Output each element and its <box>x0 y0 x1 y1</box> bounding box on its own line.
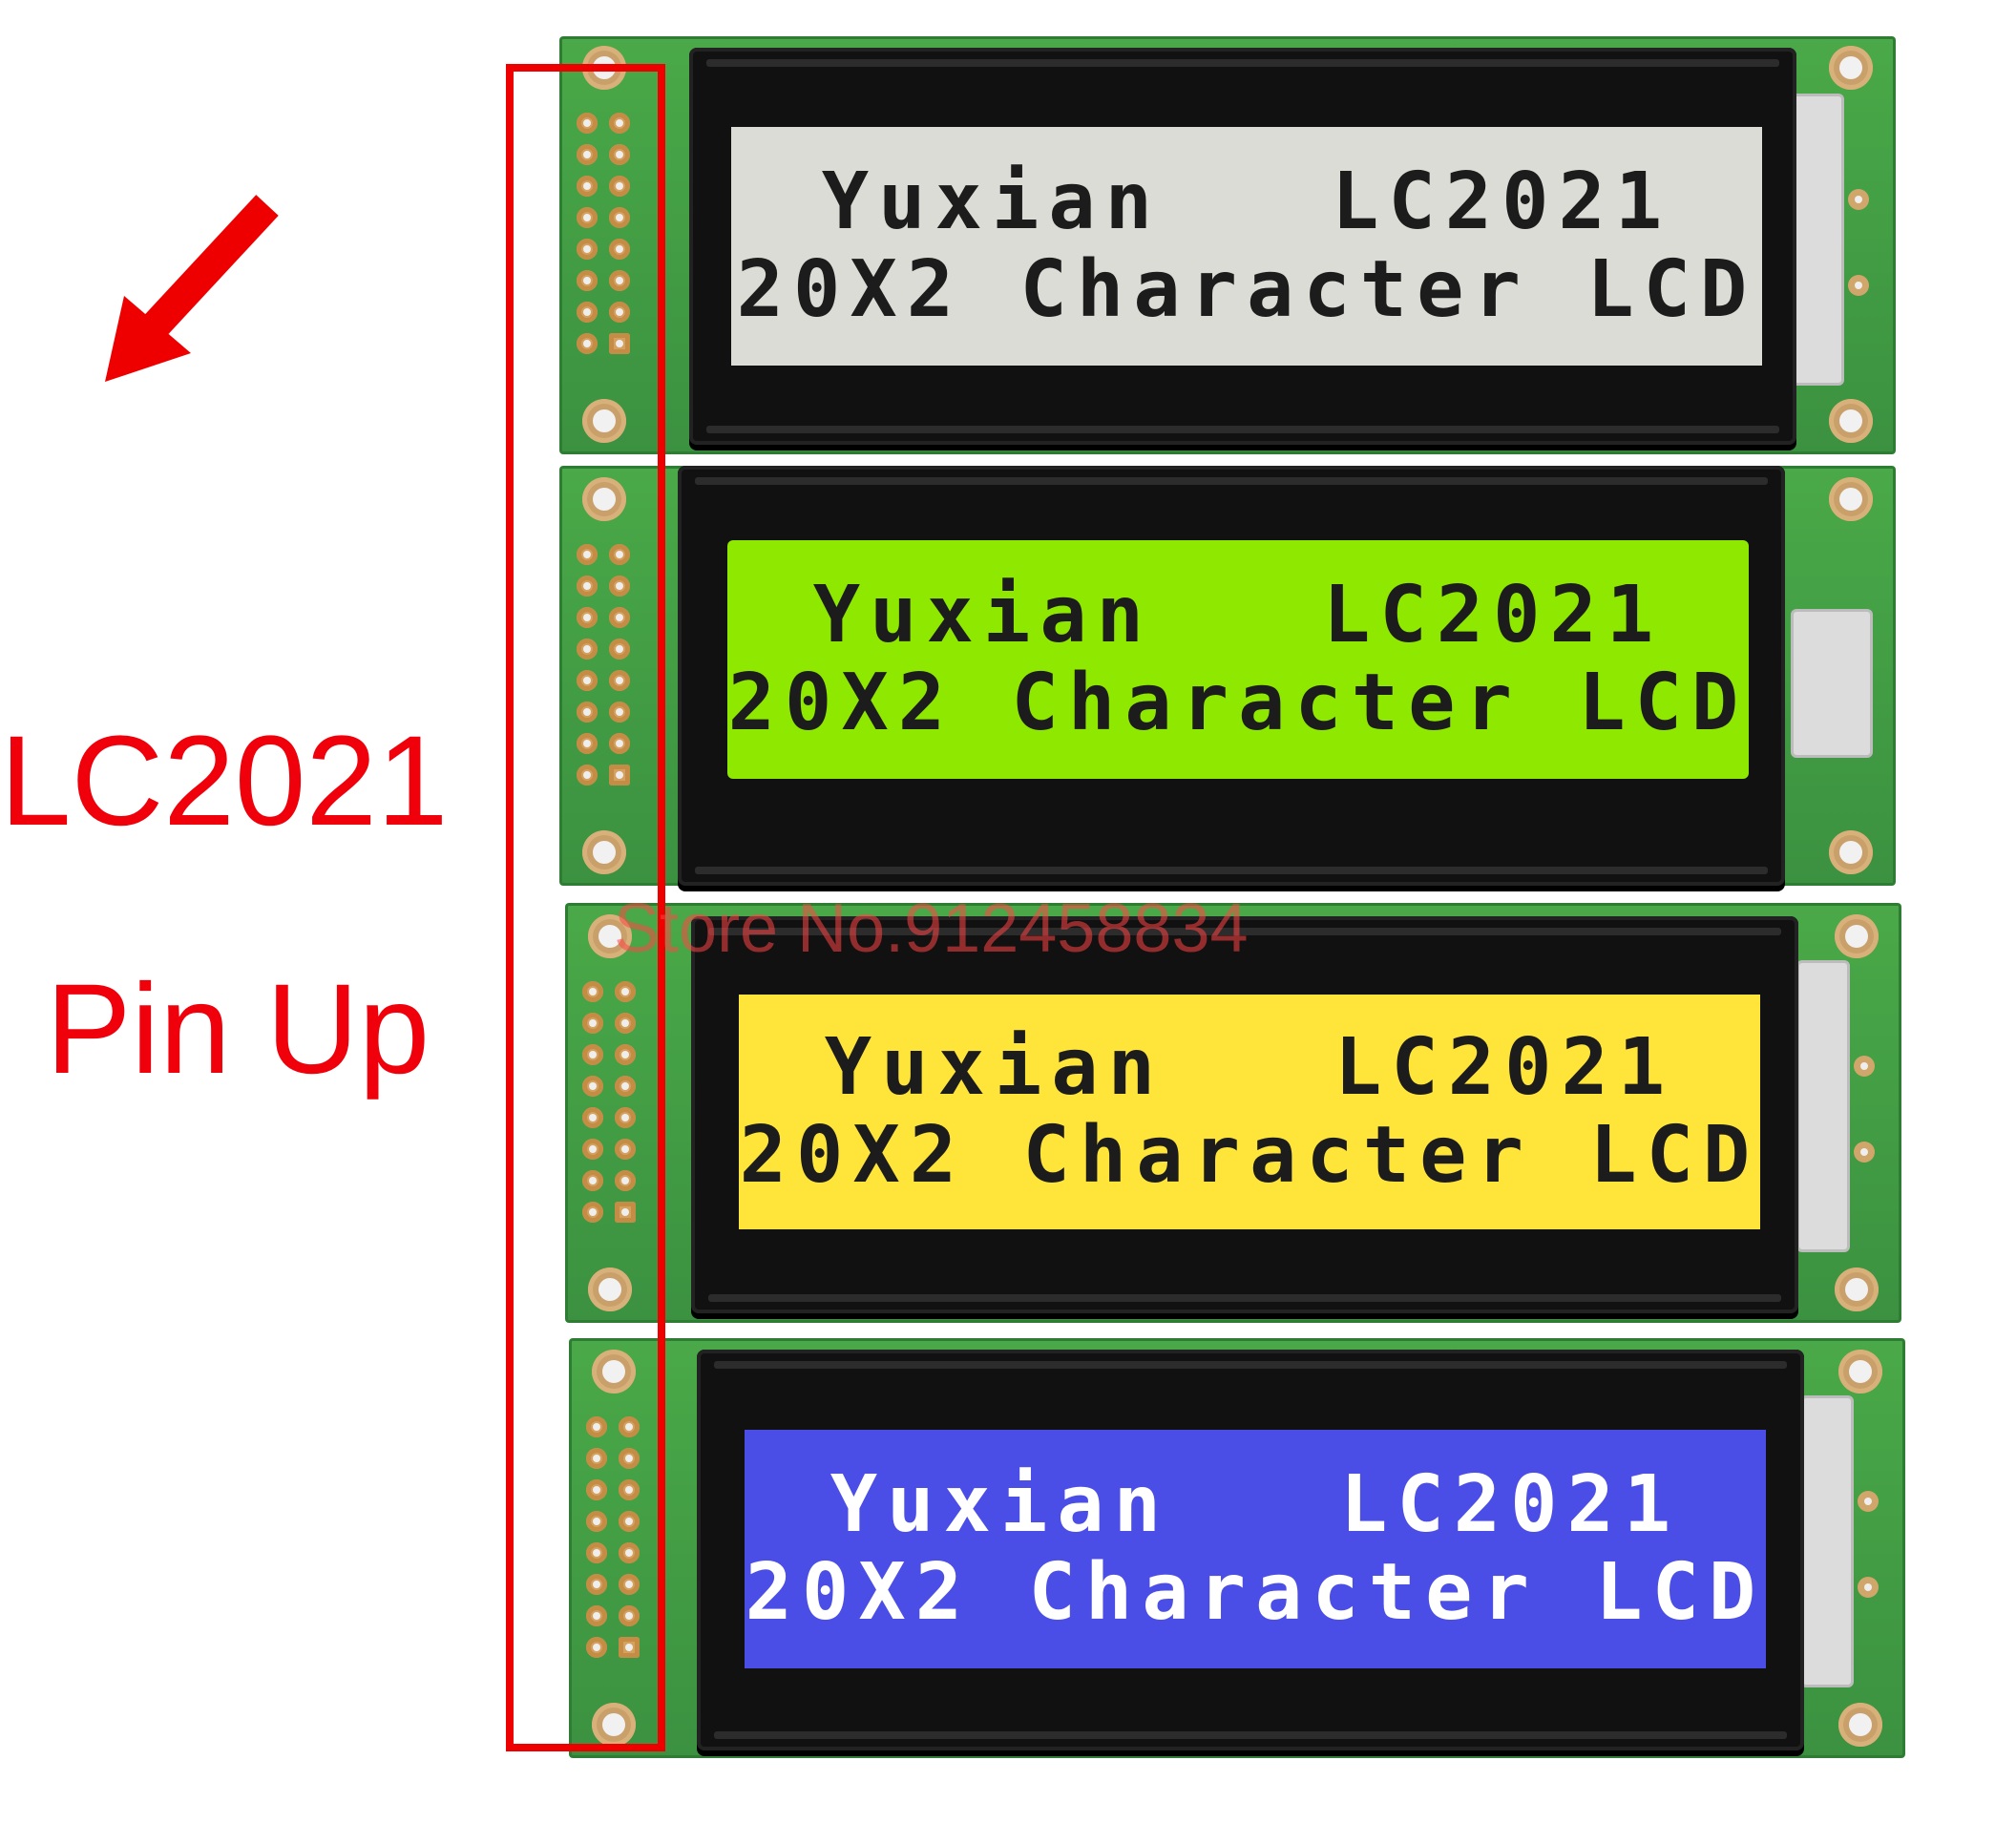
lcd-screen: Yuxian LC2021 20X2 Character LCD <box>739 995 1760 1229</box>
mounting-hole <box>1838 1350 1882 1393</box>
lcd-line-1: Yuxian LC2021 <box>812 570 1664 660</box>
mounting-hole <box>588 914 632 958</box>
mounting-hole <box>582 399 626 443</box>
lcd-line-2: 20X2 Character LCD <box>736 244 1757 335</box>
model-label: LC2021 <box>0 710 449 852</box>
backlight-bracket <box>1800 1395 1854 1687</box>
lcd-line-1: Yuxian LC2021 <box>824 1022 1675 1113</box>
pin-header <box>582 981 636 1223</box>
backlight-bracket <box>1791 609 1873 758</box>
lcd-screen: Yuxian LC2021 20X2 Character LCD <box>727 540 1749 779</box>
lcd-line-2: 20X2 Character LCD <box>739 1110 1760 1201</box>
mounting-hole <box>1829 830 1873 874</box>
lcd-module-2: Yuxian LC2021 20X2 Character LCD <box>559 466 1896 886</box>
lcd-line-1: Yuxian LC2021 <box>830 1459 1681 1550</box>
lcd-module-1: Yuxian LC2021 20X2 Character LCD <box>559 36 1896 454</box>
mounting-hole <box>1829 399 1873 443</box>
mounting-hole <box>1835 1268 1879 1311</box>
mounting-hole <box>582 477 626 521</box>
lcd-line-2: 20X2 Character LCD <box>727 658 1749 748</box>
mounting-hole <box>1829 477 1873 521</box>
pin-header <box>577 113 630 354</box>
lcd-module-4: Yuxian LC2021 20X2 Character LCD <box>569 1338 1905 1758</box>
mounting-hole <box>1829 46 1873 90</box>
backlight-bracket <box>1791 94 1844 386</box>
lcd-screen: Yuxian LC2021 20X2 Character LCD <box>745 1430 1766 1668</box>
mounting-hole <box>592 1350 636 1393</box>
lcd-module-3: Yuxian LC2021 20X2 Character LCD <box>565 903 1901 1323</box>
pin-header <box>577 544 630 786</box>
pin-highlight-box <box>506 64 665 1751</box>
backlight-bracket <box>1796 960 1850 1252</box>
mounting-hole <box>592 1703 636 1747</box>
arrow-icon <box>105 195 279 382</box>
lcd-line-1: Yuxian LC2021 <box>821 157 1672 247</box>
lcd-line-2: 20X2 Character LCD <box>745 1547 1766 1638</box>
lcd-screen: Yuxian LC2021 20X2 Character LCD <box>731 127 1762 366</box>
orientation-label: Pin Up <box>46 958 430 1100</box>
mounting-hole <box>1835 914 1879 958</box>
pin-header <box>586 1416 640 1658</box>
store-watermark: Store No.912458834 <box>614 891 1249 967</box>
mounting-hole <box>1838 1703 1882 1747</box>
mounting-hole <box>582 830 626 874</box>
mounting-hole <box>588 1268 632 1311</box>
